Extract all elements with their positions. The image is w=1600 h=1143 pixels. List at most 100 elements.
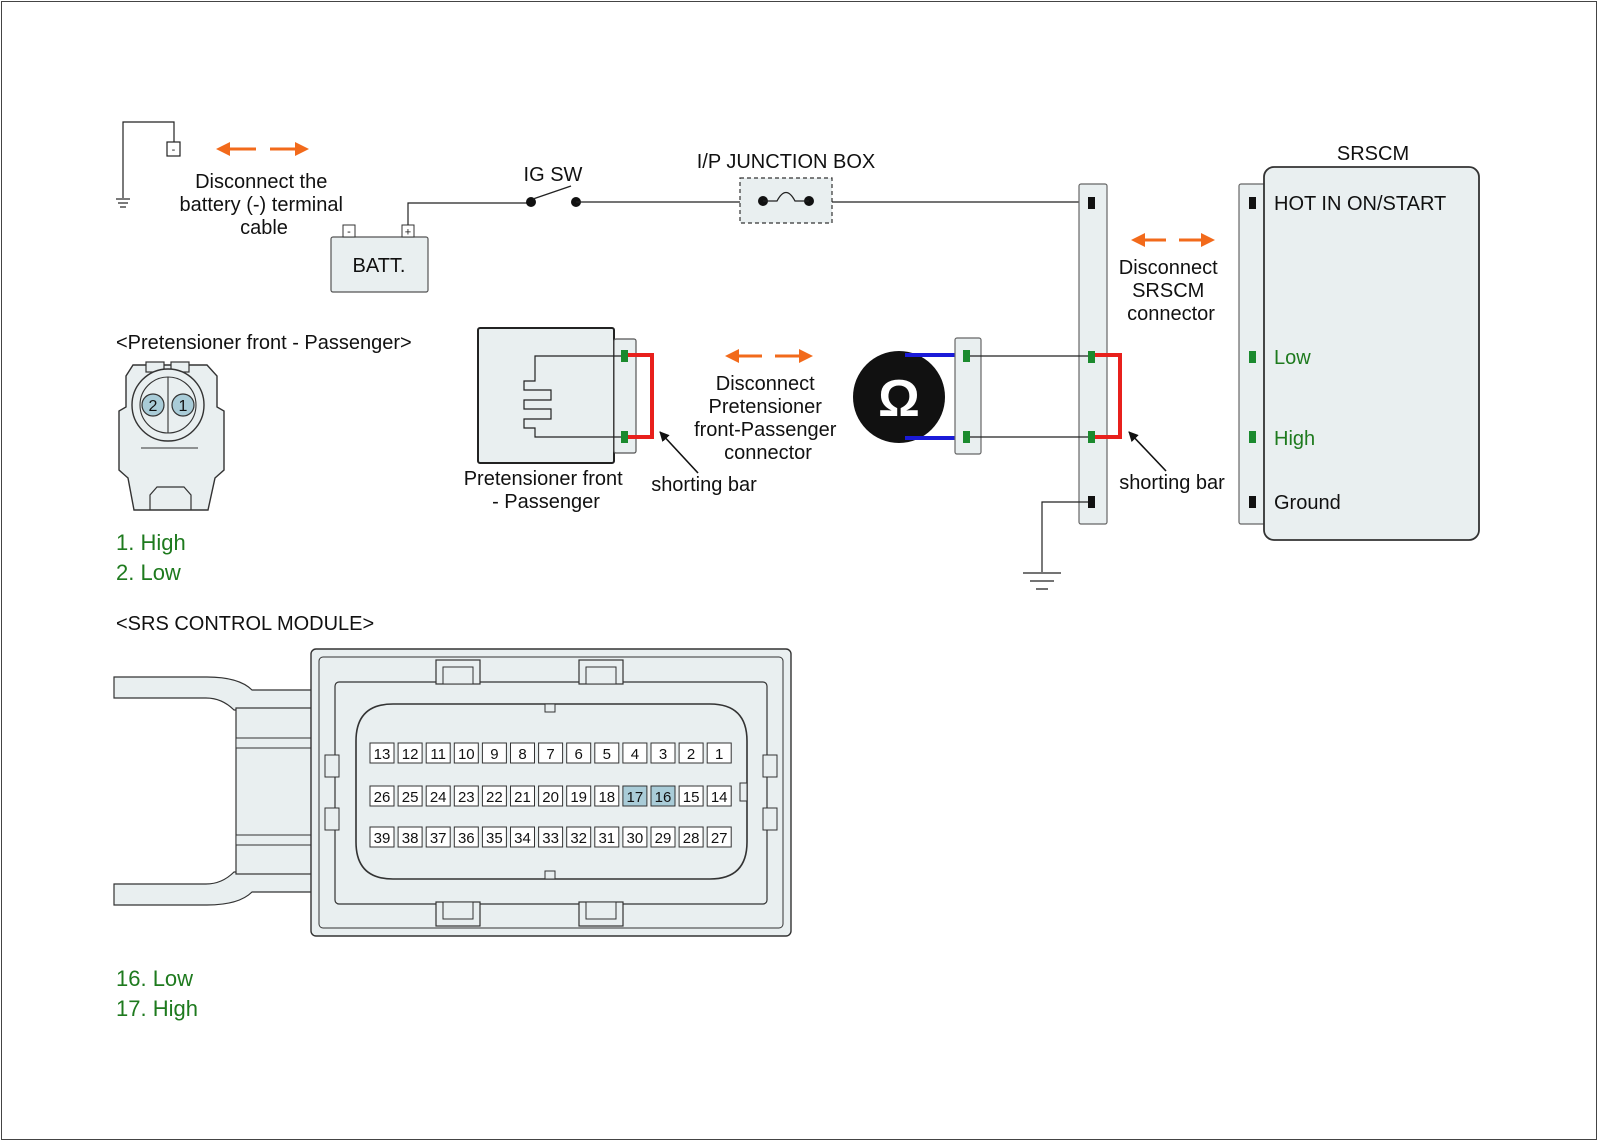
srs-pin-number: 17	[627, 789, 644, 806]
pretensioner-disconnect-text: Disconnect Pretensioner front-Passenger …	[694, 373, 842, 464]
srs-pin-number: 10	[458, 746, 475, 763]
shorting-bar-right-pointer	[1128, 431, 1167, 472]
srs-pin-cell	[650, 826, 676, 848]
srs-pin-number: 36	[458, 830, 475, 847]
srs-pin-number: 25	[402, 789, 419, 806]
srs-pin-cell	[425, 785, 451, 807]
srs-pin-cell	[453, 742, 479, 764]
srscm-disconnect-text: Disconnect SRSCM connector	[1119, 257, 1224, 325]
srs-pin-cell	[566, 826, 592, 848]
srs-pin-number: 23	[458, 789, 475, 806]
srscm-pin-label-low: Low	[1274, 347, 1311, 369]
srs-pin-number: 31	[598, 830, 615, 847]
srs-pin-cell	[510, 742, 535, 764]
shorting-bar-left	[628, 353, 654, 439]
srs-pin-number: 28	[683, 830, 700, 847]
shorting-bar-right	[1095, 353, 1122, 439]
pretensioner-pin-lower	[621, 431, 628, 443]
pretensioner-legend-low: 2. Low	[116, 560, 181, 585]
pretensioner-pin-upper	[621, 350, 628, 362]
srs-pin-cell	[369, 742, 395, 764]
battery-ground-circuit: -	[116, 121, 181, 208]
srs-pin-cell	[369, 826, 395, 848]
pretensioner-component	[477, 327, 637, 464]
srscm-pin-hot	[1249, 197, 1256, 209]
srs-pin-number: 32	[570, 830, 587, 847]
srs-pin-cell	[538, 742, 564, 764]
srscm-title: SRSCM	[1337, 143, 1409, 165]
ohm-symbol: Ω	[878, 370, 920, 428]
pretensioner-connector-view: 2 1	[118, 361, 225, 511]
srs-pin-number: 26	[374, 789, 391, 806]
shorting-bar-left-label: shorting bar	[651, 474, 757, 496]
srs-pin-number: 14	[711, 789, 728, 806]
srs-pin-number: 22	[486, 789, 503, 806]
srs-pin-number: 37	[430, 830, 447, 847]
srs-pin-cell	[369, 785, 395, 807]
srs-pin-cell	[678, 826, 704, 848]
battery-feed-wire	[407, 202, 530, 225]
srscm-pin-ground	[1249, 496, 1256, 508]
battery-disconnect-arrows	[216, 142, 309, 156]
srs-pin-cell	[481, 742, 507, 764]
srs-pin-number: 30	[627, 830, 644, 847]
srs-pin-number: 16	[655, 789, 672, 806]
srs-pin-cell	[397, 742, 423, 764]
srs-pin-cell	[397, 826, 423, 848]
harness-ground	[1023, 501, 1088, 590]
srs-pin-cell	[481, 785, 507, 807]
srs-pin-number: 20	[542, 789, 559, 806]
test-connector-pin-lower	[963, 431, 970, 443]
pretensioner-squib-symbol	[523, 355, 621, 438]
srs-pin-cell	[566, 785, 592, 807]
srs-pin-cell	[453, 785, 479, 807]
battery-label: BATT.	[353, 255, 406, 277]
harness-pin-hot	[1088, 197, 1095, 209]
srs-module-section-title: <SRS CONTROL MODULE>	[116, 613, 374, 635]
srscm-pin-label-hot: HOT IN ON/START	[1274, 193, 1446, 215]
srs-pin-number: 4	[631, 746, 639, 763]
srs-pin-cell	[425, 742, 451, 764]
srscm-body	[1263, 166, 1480, 541]
pretensioner-disconnect-arrows	[725, 349, 813, 363]
shorting-bar-right-label: shorting bar	[1119, 472, 1225, 494]
srscm-pin-label-high: High	[1274, 428, 1315, 450]
srs-pin-cell	[622, 785, 648, 807]
srs-pin-number: 21	[514, 789, 531, 806]
junction-box-label: I/P JUNCTION BOX	[697, 151, 876, 173]
srscm-pin-high	[1249, 431, 1256, 443]
harness-pin-low	[1088, 351, 1095, 363]
srs-pin-number: 2	[687, 746, 695, 763]
srs-pin-cell	[594, 826, 620, 848]
battery-disconnect-text: Disconnect the battery (-) terminal cabl…	[180, 171, 349, 239]
srs-pin-cell	[397, 785, 423, 807]
srs-pin-number: 19	[570, 789, 587, 806]
ground-symbol-small	[116, 198, 130, 208]
meter-test-connector	[954, 337, 982, 455]
srs-pin-number: 35	[486, 830, 503, 847]
pretensioner-pin-number-1: 1	[179, 398, 188, 415]
srs-pin-cell	[510, 826, 535, 848]
srs-pin-number: 11	[430, 746, 446, 763]
srs-pin-cell	[622, 826, 648, 848]
srs-pin-cell	[678, 785, 704, 807]
battery-minus-sign: -	[347, 226, 351, 238]
fuse-symbol	[763, 191, 809, 202]
srs-pin-cell	[510, 785, 535, 807]
srs-pin-cell	[538, 785, 564, 807]
pretensioner-pin-number-2: 2	[149, 398, 158, 415]
harness-pin-ground	[1088, 496, 1095, 508]
battery-plus-sign: +	[405, 227, 411, 239]
srs-pin-cell	[706, 785, 732, 807]
shorting-bar-left-pointer	[659, 431, 699, 474]
ohmmeter: Ω	[853, 351, 945, 443]
test-connector-pin-upper	[963, 350, 970, 362]
srs-pin-number: 9	[490, 746, 498, 763]
srscm-module: SRSCM HOT IN ON/START Low High Ground	[1238, 143, 1480, 541]
srs-pin-number: 12	[402, 746, 419, 763]
pretensioner-legend-high: 1. High	[116, 530, 186, 555]
srs-pin-number: 15	[683, 789, 700, 806]
srscm-pin-label-ground: Ground	[1274, 492, 1341, 514]
